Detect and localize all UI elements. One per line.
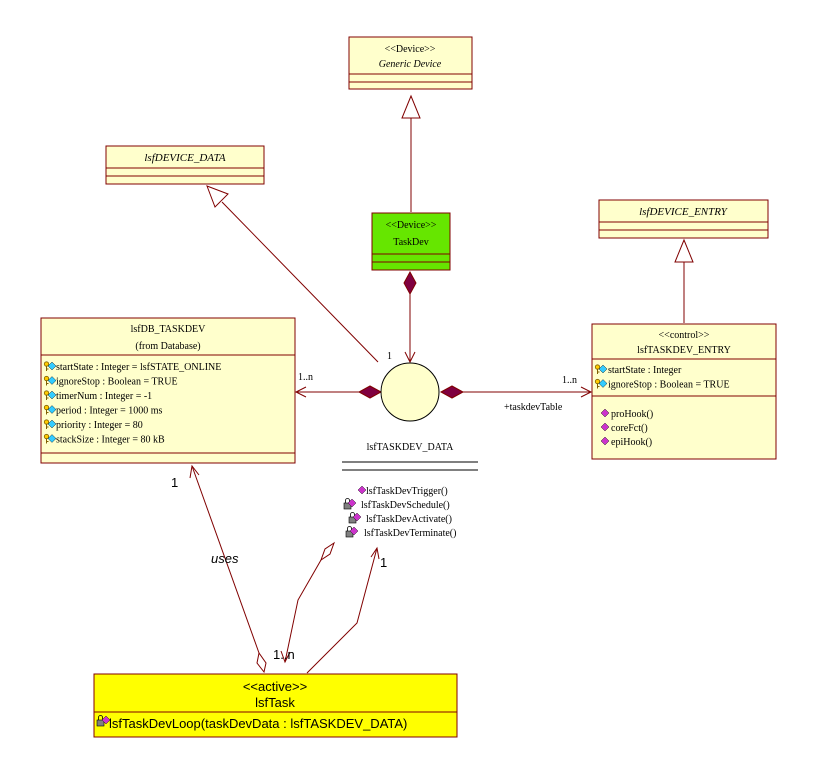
operation-label: lsfTaskDevLoop(taskDevData : lsfTASKDEV_… [109, 716, 407, 731]
association-task-data-line [306, 547, 378, 674]
public-operation-icon [600, 422, 610, 432]
arrowhead [189, 464, 200, 479]
uses-line [191, 465, 260, 654]
aggregation-diamond [256, 651, 267, 674]
class-name: lsfDEVICE_DATA [144, 152, 226, 164]
generalization-arrowhead [401, 94, 421, 119]
attribute-key-icon [43, 404, 57, 415]
association-name-label: uses [211, 551, 239, 566]
lsf-device-entry-class[interactable]: lsfDEVICE_ENTRY [598, 199, 769, 239]
class-name: lsfTask [255, 695, 295, 710]
generalization-data-line [221, 201, 379, 363]
generalization-arrowhead [674, 238, 694, 263]
class-name: lsfDB_TASKDEV [131, 324, 207, 335]
composition-diamond [403, 270, 417, 296]
multiplicity-label: 1..n [562, 375, 577, 386]
operation-label: lsfTaskDevSchedule() [361, 500, 450, 511]
attribute-key-icon [43, 433, 57, 444]
attribute-key-icon [43, 375, 57, 386]
arrowhead [370, 546, 380, 560]
composition-diamond [439, 385, 465, 399]
operation-list: proHook() coreFct() epiHook() [600, 408, 653, 448]
arrowhead [580, 386, 593, 398]
attribute-list: startState : Integer ignoreStop : Boolean… [594, 364, 730, 391]
public-operation-icon [600, 408, 610, 418]
public-operation-icon [600, 436, 610, 446]
arrowhead [404, 351, 416, 364]
lsftask-class[interactable]: <<active>> lsfTask lsfTaskDevLoop(taskDe… [93, 673, 458, 738]
attribute-label: startState : Integer [608, 365, 682, 376]
operation-label: proHook() [611, 409, 653, 420]
attribute-label: ignoreStop : Boolean = TRUE [56, 377, 178, 388]
operation-label: lsfTaskDevActivate() [366, 514, 452, 525]
multiplicity-label: 1..n [273, 647, 295, 662]
taskdev-class[interactable]: <<Device>> TaskDev [371, 212, 451, 271]
arrowhead [280, 650, 291, 664]
aggregation-diamond [320, 541, 335, 562]
stereotype-label: <<control>> [659, 330, 710, 341]
multiplicity-label: 1 [380, 555, 387, 570]
attribute-label: priority : Integer = 80 [56, 420, 143, 431]
class-circle [380, 362, 440, 422]
package-label: (from Database) [135, 341, 200, 352]
composition-diamond [357, 385, 383, 399]
generalization-arrowhead [206, 185, 229, 208]
attribute-label: stackSize : Integer = 80 kB [56, 435, 165, 446]
lsf-device-data-class[interactable]: lsfDEVICE_DATA [105, 145, 265, 185]
generic-device-class[interactable]: <<Device>> Generic Device [348, 36, 473, 90]
stereotype-label: <<Device>> [385, 44, 436, 55]
protected-operation-icon [348, 512, 362, 524]
attribute-key-icon [43, 390, 57, 400]
attribute-label: timerNum : Integer = -1 [56, 391, 152, 402]
multiplicity-label: 1 [171, 475, 178, 490]
class-name: Generic Device [379, 59, 442, 70]
multiplicity-label: 1..n [298, 372, 313, 383]
attribute-label: ignoreStop : Boolean = TRUE [608, 380, 730, 391]
class-name: lsfTASKDEV_ENTRY [637, 345, 731, 356]
class-name: lsfDEVICE_ENTRY [639, 206, 729, 218]
lsftaskdev-data-class[interactable]: lsfTASKDEV_DATA lsfTaskDevTrigger()lsfTa… [342, 362, 478, 539]
attribute-key-icon [594, 378, 608, 389]
multiplicity-label: 1 [387, 351, 392, 362]
operation-label: epiHook() [611, 437, 652, 448]
public-operation-icon [357, 485, 367, 495]
aggregation-task-line [284, 559, 322, 663]
protected-operation-icon [96, 715, 111, 727]
class-name: TaskDev [393, 237, 428, 248]
arrowhead [294, 386, 307, 398]
stereotype-label: <<Device>> [386, 220, 437, 231]
stereotype-label: <<active>> [243, 679, 307, 694]
operation-label: lsfTaskDevTrigger() [366, 486, 448, 497]
protected-operation-icon [345, 526, 359, 538]
lsftaskdev-entry-class[interactable]: <<control>> lsfTASKDEV_ENTRY startState … [591, 323, 777, 460]
attribute-label: startState : Integer = lsfSTATE_ONLINE [56, 362, 221, 373]
attribute-list: startState : Integer = lsfSTATE_ONLINEig… [43, 361, 221, 446]
role-label: +taskdevTable [504, 402, 563, 413]
attribute-label: period : Integer = 1000 ms [56, 406, 163, 417]
attribute-key-icon [43, 419, 57, 429]
lsfdb-taskdev-class[interactable]: lsfDB_TASKDEV (from Database) startState… [40, 317, 296, 464]
operation-label: coreFct() [611, 423, 648, 434]
operation-label: lsfTaskDevTerminate() [364, 528, 456, 539]
operation-list: lsfTaskDevTrigger() lsfTaskDevSchedule() l… [343, 485, 456, 539]
attribute-key-icon [594, 364, 608, 374]
class-name: lsfTASKDEV_DATA [367, 442, 455, 453]
protected-operation-icon [343, 498, 357, 510]
attribute-key-icon [43, 361, 57, 371]
